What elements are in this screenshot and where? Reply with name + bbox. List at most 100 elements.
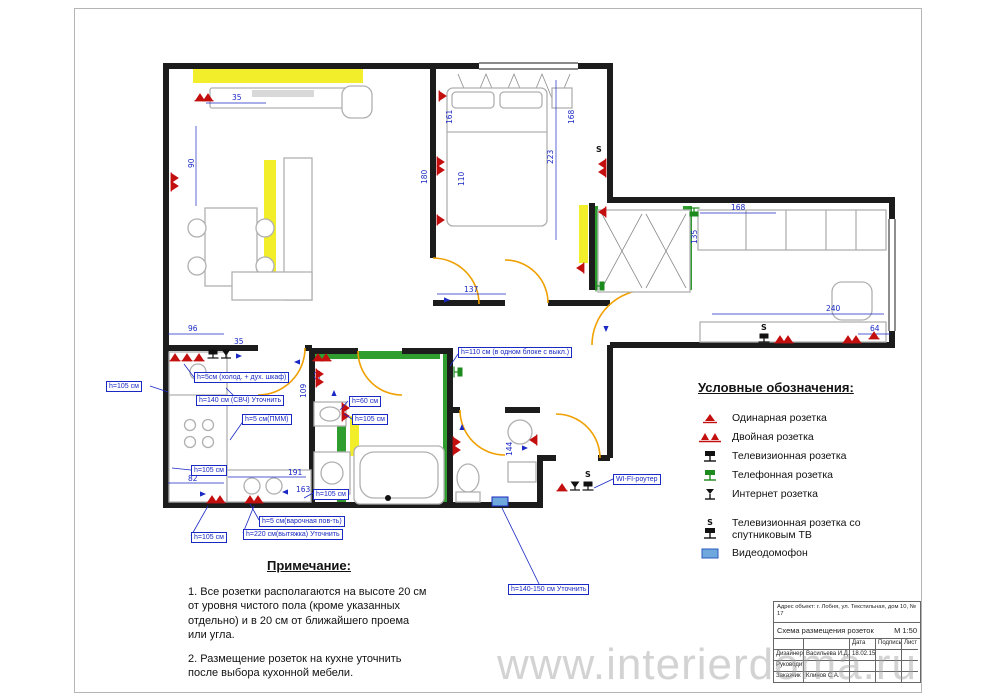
double-socket: [437, 157, 444, 176]
video-intercom-icon: [698, 546, 722, 560]
col-sheet: Лист: [902, 639, 918, 650]
legend-item-label: Телефонная розетка: [732, 469, 834, 481]
height-callout: h=5 см(ПММ): [242, 414, 292, 425]
walls: [163, 63, 895, 508]
address-value: г. Лобня, ул. Текстильная, дом 10, № 17: [777, 604, 916, 618]
dimension-label: 168: [567, 109, 576, 124]
dimension-lines: [168, 80, 890, 484]
height-callout: h=110 см (в одном блоке с выкл.): [458, 347, 573, 358]
sheet-border: [74, 8, 922, 693]
legend-item-single-socket: Одинарная розетка: [698, 411, 918, 425]
legend-item-video-intercom: Видеодомофон: [698, 546, 918, 560]
dimension-label: 161: [445, 109, 454, 124]
satellite-mark: S: [761, 323, 767, 332]
legend-item-label: Интернет розетка: [732, 488, 818, 500]
internet-socket-icon: [698, 487, 722, 501]
dimension-label: 240: [826, 304, 841, 313]
role-label: Заказчик: [774, 672, 804, 682]
dimension-labels: 35 90 96 137 110 161 223 168 168 135 240…: [187, 93, 880, 494]
satellite-mark: S: [585, 470, 591, 479]
height-callout: h=105 см: [191, 465, 227, 476]
col-signature: Подпись: [876, 639, 902, 650]
height-callout: h=5см (холод. + дух. шкаф): [194, 372, 290, 383]
legend-item-label: Телевизионная розетка со спутниковым ТВ: [732, 517, 861, 541]
wifi-router-callout: WI-FI-роутер: [613, 474, 661, 485]
height-callout: h=140 см (СВЧ) Уточнить: [196, 395, 285, 406]
windows: [479, 60, 898, 331]
phone-socket-icon: [698, 468, 722, 482]
dimension-label: 163: [296, 485, 311, 494]
height-callout: h=140-150 см Уточнить: [508, 584, 590, 595]
col-date: Дата: [850, 639, 876, 650]
notes-block: Примечание: 1. Все розетки располагаются…: [188, 558, 430, 691]
role-date: 18.02.15: [850, 650, 876, 661]
height-callout: h=105 см: [191, 532, 227, 543]
single-socket: [438, 89, 447, 103]
video-intercom: [491, 496, 509, 507]
dimension-label: 64: [870, 324, 880, 333]
role-value: [804, 661, 850, 672]
height-callout: h=5 см(варочная пов-ть): [259, 516, 345, 527]
height-callout: h=105 см: [313, 489, 349, 500]
title-block-title-row: Схема размещения розеток М 1:50: [774, 623, 920, 639]
dimension-label: 180: [420, 169, 429, 184]
legend-item-label: Видеодомофон: [732, 547, 808, 559]
dimension-label: 223: [546, 149, 555, 164]
dimension-label: 137: [464, 285, 479, 294]
legend-item-label: Телевизионная розетка: [732, 450, 847, 462]
single-socket: [576, 261, 585, 275]
address-label: Адрес объект:: [777, 604, 816, 610]
dimension-label: 191: [288, 468, 303, 477]
dimension-label: 135: [690, 229, 699, 244]
callout-leaders: [149, 353, 614, 587]
legend-item-phone-socket: Телефонная розетка: [698, 468, 918, 482]
legend-item-label: Одинарная розетка: [732, 412, 827, 424]
sockets: S S S: [168, 89, 881, 507]
role-date: [850, 672, 876, 682]
dimension-label: 96: [188, 324, 198, 333]
height-callout: h=105 см: [352, 414, 388, 425]
role-value: Клинов С.А.: [804, 672, 850, 682]
dimension-label: 35: [232, 93, 242, 102]
dimension-label: 144: [505, 441, 514, 456]
satellite-mark: S: [596, 145, 602, 154]
height-callout: h=105 см: [106, 381, 142, 392]
note-paragraph: 1. Все розетки располагаются на высоте 2…: [188, 586, 427, 641]
tv-socket-icon: [698, 449, 722, 463]
title-block: Адрес объект: г. Лобня, ул. Текстильная,…: [773, 601, 921, 683]
title-block-address: Адрес объект: г. Лобня, ул. Текстильная,…: [774, 602, 920, 623]
dimension-label: 109: [299, 383, 308, 398]
satellite-letter: S: [707, 518, 713, 527]
phone-socket: [453, 365, 463, 379]
title-block-grid: Дата Подпись Лист Дизайнер Васильева И.Д…: [774, 639, 920, 682]
role-label: Дизайнер: [774, 650, 804, 661]
door-arcs: [257, 257, 648, 459]
double-socket: [599, 159, 606, 178]
double-socket-icon: [698, 430, 722, 444]
drawing-scale: М 1:50: [894, 626, 917, 635]
legend-item-label: Двойная розетка: [732, 431, 814, 443]
legend-item-internet-socket: Интернет розетка: [698, 487, 918, 501]
role-value: Васильева И.Д.: [804, 650, 850, 661]
internet-socket: [569, 481, 581, 491]
drawing-title: Схема размещения розеток: [777, 626, 874, 635]
double-socket: [171, 173, 178, 192]
single-socket: [555, 483, 569, 492]
dimension-label: 90: [187, 158, 196, 168]
role-label: Руководитель: [774, 661, 804, 672]
tv-socket: [581, 481, 595, 491]
single-socket: [436, 213, 445, 227]
dimension-label: 82: [188, 474, 198, 483]
height-callout: h=60 см: [349, 396, 382, 407]
legend-title: Условные обозначения:: [698, 380, 854, 395]
double-socket: [453, 437, 460, 456]
legend: Условные обозначения: Одинарная розетка …: [698, 380, 918, 565]
legend-item-satellite-tv-socket: S Телевизионная розетка со спутниковым Т…: [698, 517, 918, 541]
single-socket-icon: [698, 411, 722, 425]
role-date: [850, 661, 876, 672]
satellite-tv-socket-icon: S: [698, 517, 722, 541]
dimension-label: 35: [234, 337, 244, 346]
dimension-label: 168: [731, 203, 746, 212]
